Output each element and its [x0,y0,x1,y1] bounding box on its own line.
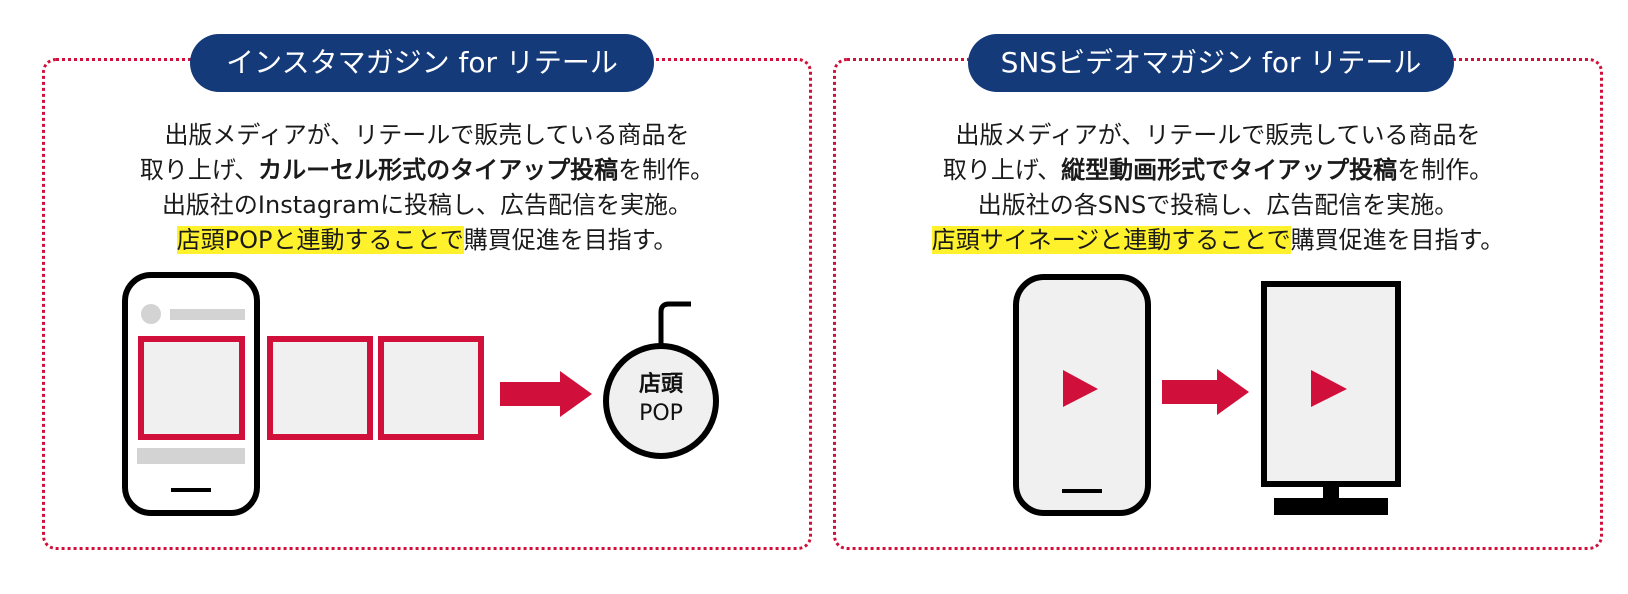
carousel-card-icon [138,336,245,440]
instagram-magazine-title: インスタマガジン for リテール [190,34,654,92]
description-line: 店頭サイネージと連動することで購買促進を目指す。 [833,223,1603,258]
description-line: 取り上げ、カルーセル形式のタイアップ投稿を制作。 [42,153,812,188]
instagram-magazine-description: 出版メディアが、リテールで販売している商品を 取り上げ、カルーセル形式のタイアッ… [42,118,812,258]
description-text: 取り上げ、 [942,156,1062,184]
sns-video-magazine-title: SNSビデオマガジン for リテール [968,34,1454,92]
description-text: を制作。 [1397,156,1494,184]
description-line: 出版社の各SNSで投稿し、広告配信を実施。 [977,191,1459,219]
play-icon [1311,370,1347,407]
description-text: 購買促進を目指す。 [1290,226,1505,254]
description-bold-text: カルーセル形式のタイアップ投稿 [258,156,619,184]
signage-display-icon [1261,281,1401,515]
description-line: 取り上げ、縦型動画形式でタイアップ投稿を制作。 [833,153,1603,188]
carousel-card-icon [267,336,373,440]
highlighted-text: 店頭POPと連動することで [176,226,464,254]
carousel-card-icon [378,336,484,440]
pop-label-line1: 店頭 [639,372,684,397]
description-line: 出版社のInstagramに投稿し、広告配信を実施。 [161,191,693,219]
description-text: 取り上げ、 [139,156,259,184]
highlighted-text: 店頭サイネージと連動することで [931,226,1291,254]
description-line: 出版メディアが、リテールで販売している商品を [955,121,1481,149]
arrow-right-icon [1162,369,1249,415]
description-line: 店頭POPと連動することで購買促進を目指す。 [42,223,812,258]
description-bold-text: 縦型動画形式でタイアップ投稿 [1061,156,1398,184]
phone-icon [1013,274,1151,516]
sns-video-magazine-description: 出版メディアが、リテールで販売している商品を 取り上げ、縦型動画形式でタイアップ… [833,118,1603,258]
play-icon [1063,370,1098,407]
arrow-right-icon [500,371,592,417]
description-line: 出版メディアが、リテールで販売している商品を [164,121,690,149]
pop-label-line2: POP [639,401,683,426]
pop-tag-icon: 店頭 POP [603,301,719,459]
description-text: 購買促進を目指す。 [463,226,678,254]
description-text: を制作。 [618,156,715,184]
